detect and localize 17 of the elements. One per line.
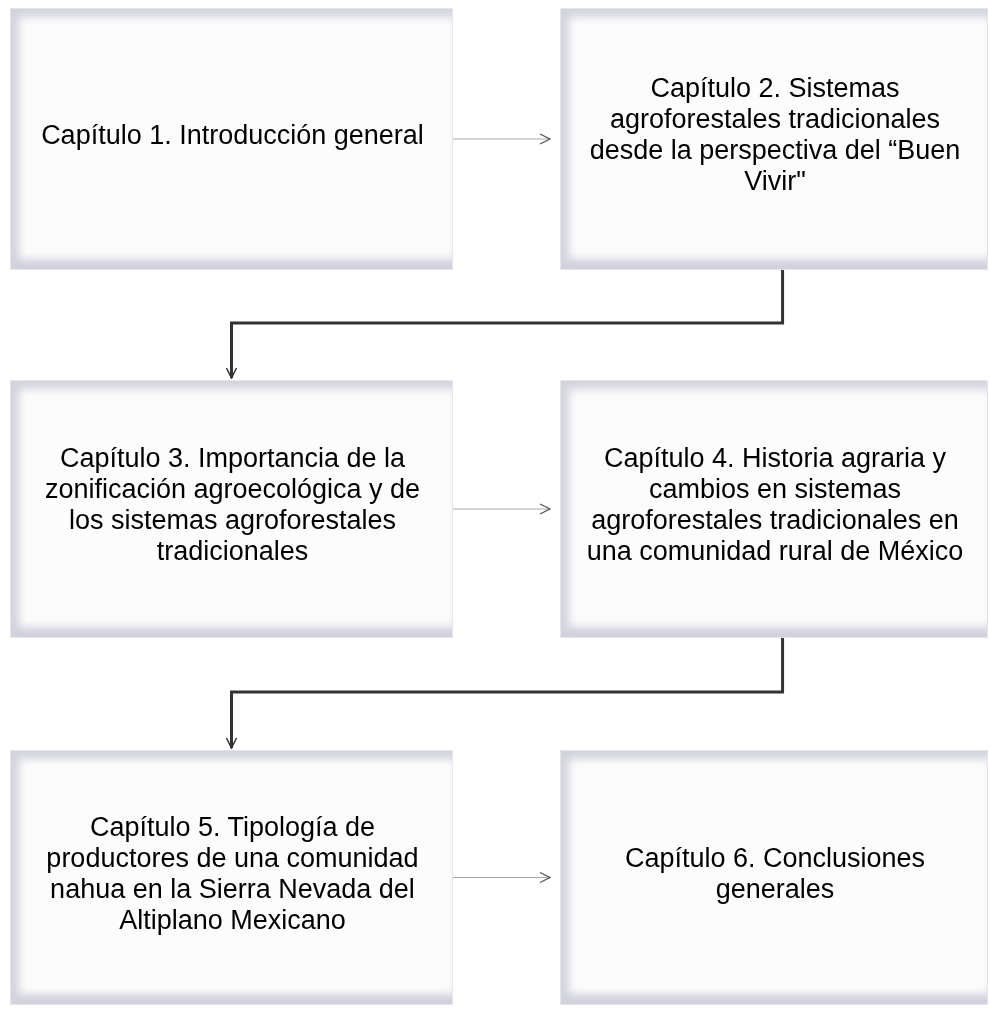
chapter-title: Capítulo 3. Importancia de la zonificación agroecológica y de los sistemas agroforestales tradicionales	[43, 443, 422, 567]
arrow	[452, 503, 551, 515]
chapter-title: Capítulo 5. Tipología de productores de una comunidad nahua en la Sierra Nevada del Altiplano Mexicano	[45, 811, 420, 936]
chapter-title: Capítulo 4. Historia agraria y cambios en sistemas agroforestales tradicionales en una comunidad rural de México	[585, 443, 965, 567]
chapter-box	[10, 380, 453, 638]
arrow	[452, 133, 551, 145]
arrow	[225, 638, 785, 749]
arrow	[225, 270, 785, 379]
chapter-title: Capítulo 1. Introducción general	[41, 119, 424, 151]
chapter-box	[560, 8, 988, 270]
arrow	[452, 871, 551, 884]
chapter-box	[10, 750, 453, 1005]
chapter-box	[560, 750, 988, 1005]
chapter-title: Capítulo 2. Sistemas agroforestales tradicionales desde la perspectiva del “Buen Vivir"	[588, 73, 962, 197]
chapter-box	[560, 380, 988, 638]
chapter-title: Capítulo 6. Conclusiones generales	[623, 842, 927, 905]
chapter-box	[10, 8, 453, 270]
